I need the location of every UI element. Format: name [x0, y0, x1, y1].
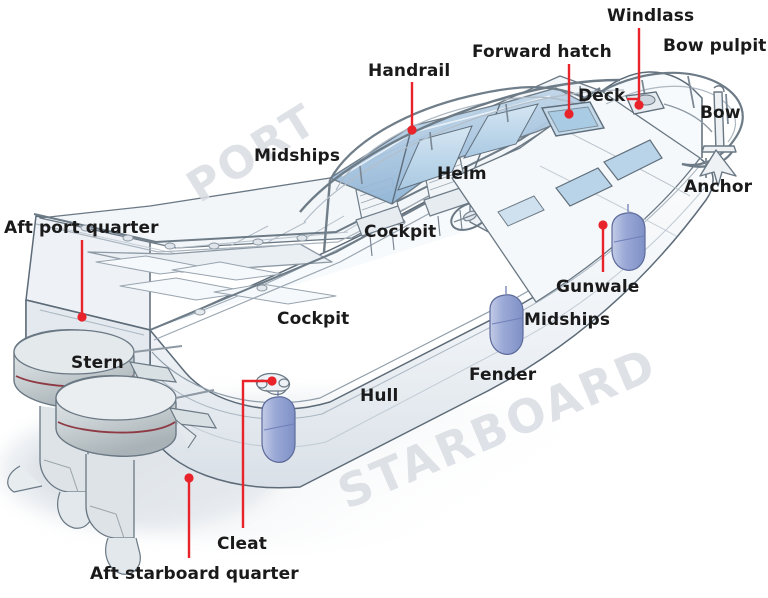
label-gunwale: Gunwale — [556, 277, 640, 297]
label-cockpit-lower: Cockpit — [277, 309, 350, 329]
label-aft-starboard-quarter: Aft starboard quarter — [90, 564, 299, 584]
label-handrail: Handrail — [368, 61, 451, 81]
fenders — [261, 204, 646, 463]
label-aft-port-quarter: Aft port quarter — [4, 218, 159, 238]
anchor — [699, 85, 737, 187]
label-stern: Stern — [71, 353, 124, 373]
outboard-engines — [7, 329, 218, 575]
windlass — [625, 91, 713, 133]
label-midships-starboard: Midships — [524, 310, 611, 330]
leader-lines — [77, 28, 644, 558]
leader-cleat — [241, 379, 272, 528]
label-helm: Helm — [437, 164, 487, 184]
fender-bow — [611, 204, 646, 271]
forward-hatch-part — [540, 101, 606, 137]
label-anchor: Anchor — [684, 177, 753, 197]
fender-midships — [489, 286, 524, 355]
label-hull: Hull — [360, 386, 399, 406]
label-cleat: Cleat — [217, 534, 267, 554]
label-cockpit-upper: Cockpit — [364, 222, 437, 242]
label-windlass: Windlass — [607, 6, 695, 26]
label-fender: Fender — [469, 365, 537, 385]
leader-aft-starboard-quarter-dot — [184, 473, 194, 483]
leader-gunwale-dot — [598, 220, 608, 230]
label-deck: Deck — [578, 86, 626, 106]
foredeck — [451, 89, 701, 303]
leader-forward-hatch-dot — [564, 109, 574, 119]
label-midships-port: Midships — [254, 146, 341, 166]
leader-windlass-dot — [634, 100, 644, 110]
leader-cleat-dot — [267, 376, 277, 386]
engine-port — [7, 329, 178, 529]
leader-aft-port-quarter-dot — [77, 312, 87, 322]
label-forward-hatch: Forward hatch — [472, 42, 612, 62]
label-bow-pulpit: Bow pulpit — [663, 36, 767, 56]
leader-handrail-dot — [407, 125, 417, 135]
label-bow: Bow — [700, 103, 741, 123]
engine-starboard — [55, 375, 218, 575]
